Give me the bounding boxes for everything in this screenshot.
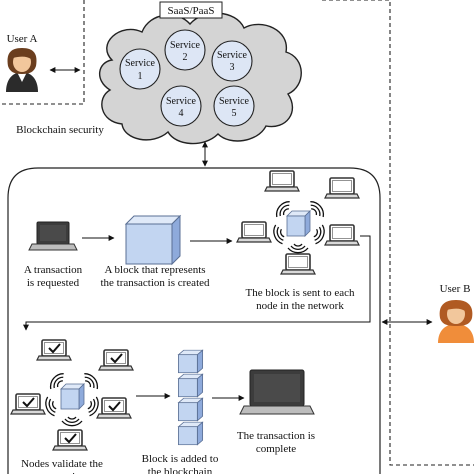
validate-line1: Nodes validate the — [21, 458, 103, 470]
complete-line2: complete — [256, 443, 296, 455]
blockchain-stack-icon — [178, 349, 204, 446]
user-b-avatar-icon — [438, 300, 474, 343]
request-line2: is requested — [27, 277, 80, 289]
user-a-label: User A — [7, 33, 38, 45]
validate-line2: transaction — [38, 471, 87, 474]
process-container — [7, 167, 381, 474]
service-2: Service 2 — [164, 29, 206, 71]
node-laptop-right2-icon — [324, 224, 360, 246]
service-4: Service 4 — [160, 85, 202, 127]
service-3: Service 3 — [211, 40, 253, 82]
block-created-line2: the transaction is created — [100, 277, 210, 289]
node-laptop-bottom-icon — [280, 253, 316, 275]
added-line2: the blockchain — [148, 466, 213, 474]
node-laptop-top-icon — [264, 170, 300, 192]
cloud-title-box — [159, 1, 223, 19]
validate-laptop-icon — [37, 340, 71, 360]
service-3-line1: Service — [217, 50, 248, 61]
request-laptop-dark — [28, 221, 78, 251]
request-line1: A transaction — [24, 264, 83, 276]
block-sent-line2: node in the network — [256, 300, 344, 312]
service-4-line2: 4 — [179, 108, 184, 119]
node-laptop-left-icon — [236, 221, 272, 243]
validate-laptop-icon — [53, 430, 87, 450]
user-b-label: User B — [440, 283, 471, 295]
security-label: Blockchain security — [16, 124, 104, 136]
network-broadcast — [236, 170, 360, 275]
service-4-line1: Service — [166, 96, 197, 107]
service-1-line1: Service — [125, 58, 156, 69]
block-sent-line1: The block is sent to each — [245, 287, 355, 299]
service-5: Service 5 — [213, 85, 255, 127]
wave-icon — [311, 222, 328, 246]
wave-icon — [61, 416, 83, 427]
arrow-network-to-validate — [23, 235, 371, 331]
wave-icon — [270, 222, 287, 246]
validate-laptop-icon — [97, 398, 131, 418]
service-5-line2: 5 — [232, 108, 237, 119]
added-line1: Block is added to — [142, 453, 219, 465]
validate-laptop-icon — [11, 394, 45, 414]
block-created-line1: A block that represents — [104, 264, 205, 276]
service-2-line1: Service — [170, 40, 201, 51]
validate-laptop-icon — [99, 350, 133, 370]
service-3-line2: 3 — [230, 62, 235, 73]
validation-network — [11, 340, 133, 450]
block-cube-icon — [124, 214, 182, 266]
validate-block-cube-icon — [60, 383, 85, 410]
service-1: Service 1 — [119, 48, 161, 90]
complete-line1: The transaction is — [237, 430, 315, 442]
complete-laptop-icon — [239, 369, 315, 415]
node-block-cube-icon — [286, 210, 311, 237]
user-a-avatar-icon — [6, 48, 38, 92]
cloud-title: SaaS/PaaS — [167, 5, 214, 17]
wave-icon — [287, 243, 309, 254]
service-5-line1: Service — [219, 96, 250, 107]
service-2-line2: 2 — [183, 52, 188, 63]
service-1-line2: 1 — [138, 71, 143, 82]
node-laptop-right-icon — [324, 177, 360, 199]
